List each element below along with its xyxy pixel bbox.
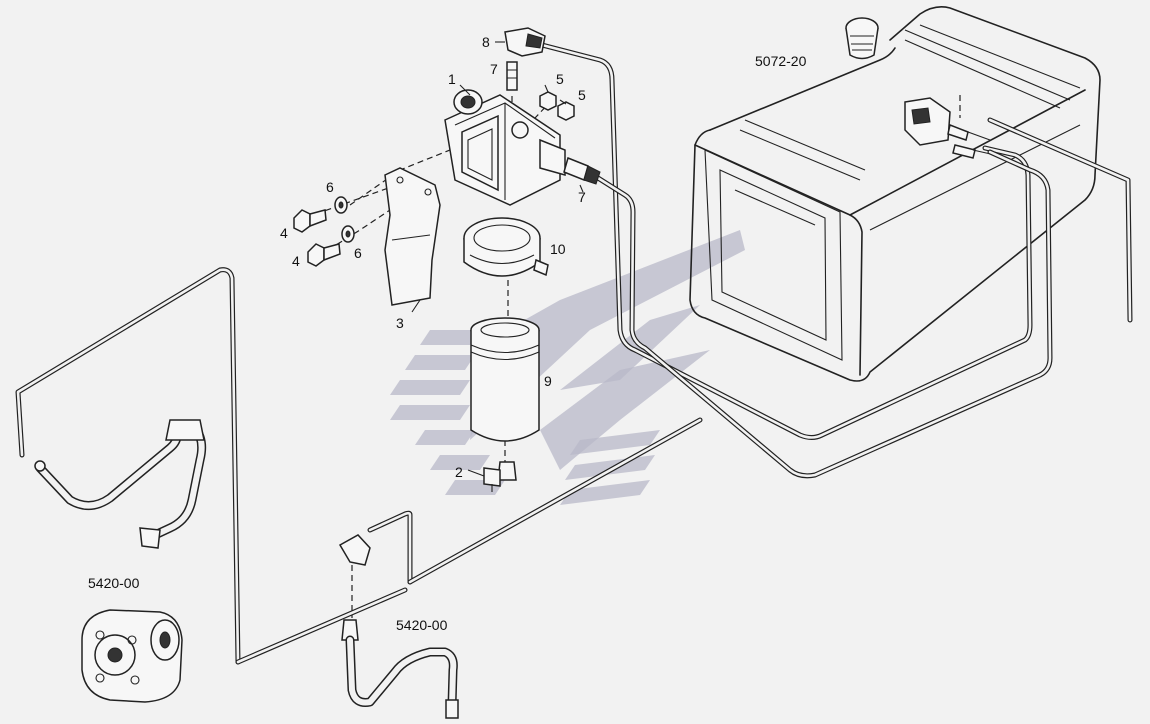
callout-7-upper: 7	[490, 61, 498, 77]
callout-3: 3	[396, 315, 404, 331]
nut-lower	[557, 101, 575, 121]
filter-element	[470, 317, 540, 442]
callout-leaders	[411, 41, 584, 477]
callout-6-lower: 6	[354, 245, 362, 261]
callout-7-right: 7	[578, 189, 586, 205]
ref-pump-label: 5420-00	[88, 575, 140, 591]
fitting-upper	[506, 61, 518, 91]
hydraulic-pump	[81, 609, 183, 703]
ref-tank-label: 5072-20	[755, 53, 807, 69]
tank-sender-unit	[904, 97, 996, 159]
ref-hose-label: 5420-00	[396, 617, 448, 633]
callout-5-upper: 5	[556, 71, 564, 87]
fitting-right	[563, 156, 601, 185]
nut-upper	[539, 91, 557, 111]
callout-10: 10	[550, 241, 566, 257]
callout-9: 9	[544, 373, 552, 389]
tank-filler-cap	[845, 17, 879, 60]
mounting-bracket	[384, 167, 441, 306]
callout-4-upper: 4	[280, 225, 288, 241]
filter-cap	[463, 217, 549, 277]
callout-6-upper: 6	[326, 179, 334, 195]
fuel-pipes	[15, 42, 1133, 665]
hose-right	[338, 534, 459, 719]
washer-upper	[334, 196, 348, 214]
bolt-lower	[307, 243, 341, 267]
callout-4-lower: 4	[292, 253, 300, 269]
watermark-logo	[390, 230, 745, 505]
bolt-upper	[293, 209, 327, 233]
callout-1: 1	[448, 71, 456, 87]
callout-8: 8	[482, 34, 490, 50]
filter-head	[444, 89, 566, 206]
callout-2: 2	[455, 464, 463, 480]
hose-left	[34, 419, 207, 549]
fuel-tank	[689, 6, 1101, 382]
washer-lower	[341, 225, 355, 243]
drain-plug	[483, 461, 517, 492]
elbow-fitting	[504, 27, 546, 57]
callout-5-lower: 5	[578, 87, 586, 103]
